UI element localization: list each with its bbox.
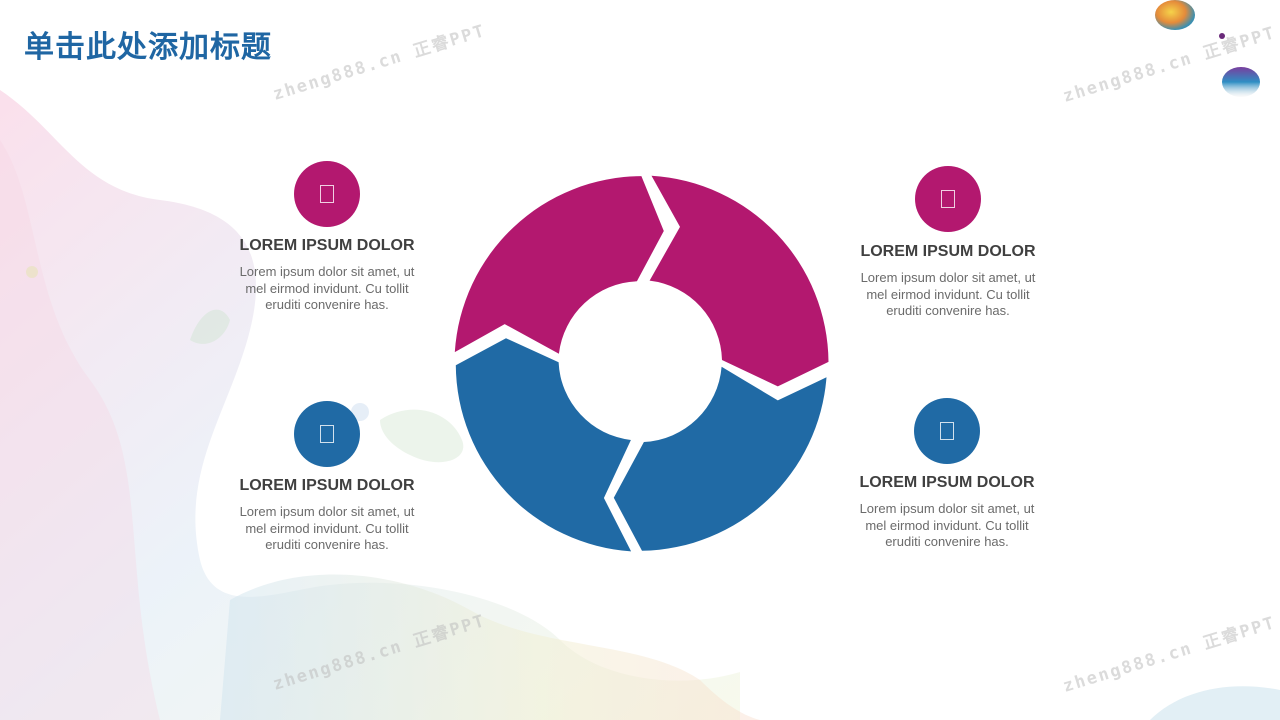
item-1-icon-badge <box>294 161 360 227</box>
item-1-text: LOREM IPSUM DOLOR Lorem ipsum dolor sit … <box>227 237 427 314</box>
ring-segment-top-left <box>454 176 664 354</box>
description-line: eruditi convenire has. <box>265 297 389 312</box>
ring-segment-bottom-left <box>455 338 632 552</box>
document-icon <box>320 185 334 203</box>
item-4-text: LOREM IPSUM DOLOR Lorem ipsum dolor sit … <box>847 474 1047 551</box>
item-heading: LOREM IPSUM DOLOR <box>239 477 415 494</box>
item-heading: LOREM IPSUM DOLOR <box>859 474 1035 491</box>
item-3-text: LOREM IPSUM DOLOR Lorem ipsum dolor sit … <box>227 477 427 554</box>
description-line: mel eirmod invidunt. Cu tollit <box>865 517 1029 533</box>
item-description: Lorem ipsum dolor sit amet, ut mel eirmo… <box>847 501 1047 551</box>
ring-segment-bottom-right <box>613 366 827 551</box>
item-description: Lorem ipsum dolor sit amet, ut mel eirmo… <box>227 504 427 554</box>
description-line: eruditi convenire has. <box>886 303 1010 318</box>
document-icon <box>940 422 954 440</box>
item-description: Lorem ipsum dolor sit amet, ut mel eirmo… <box>227 264 427 314</box>
description-line: mel eirmod invidunt. Cu tollit <box>245 520 409 536</box>
description-line: mel eirmod invidunt. Cu tollit <box>245 280 409 296</box>
description-line: eruditi convenire has. <box>265 537 389 552</box>
document-icon <box>941 190 955 208</box>
item-heading: LOREM IPSUM DOLOR <box>239 237 415 254</box>
description-line: mel eirmod invidunt. Cu tollit <box>866 286 1030 302</box>
page-title: 单击此处添加标题 <box>24 30 272 65</box>
description-line: Lorem ipsum dolor sit amet, ut <box>860 270 1036 285</box>
document-icon <box>320 425 334 443</box>
item-description: Lorem ipsum dolor sit amet, ut mel eirmo… <box>848 270 1048 320</box>
description-line: eruditi convenire has. <box>885 534 1009 549</box>
cycle-ring <box>454 175 829 552</box>
item-2-icon-badge <box>915 166 981 232</box>
description-line: Lorem ipsum dolor sit amet, ut <box>239 504 415 519</box>
ring-segment-top-right <box>649 175 829 387</box>
description-line: Lorem ipsum dolor sit amet, ut <box>859 501 1035 516</box>
item-3-icon-badge <box>294 401 360 467</box>
description-line: Lorem ipsum dolor sit amet, ut <box>239 264 415 279</box>
item-4-icon-badge <box>914 398 980 464</box>
item-heading: LOREM IPSUM DOLOR <box>860 243 1036 260</box>
item-2-text: LOREM IPSUM DOLOR Lorem ipsum dolor sit … <box>848 243 1048 320</box>
